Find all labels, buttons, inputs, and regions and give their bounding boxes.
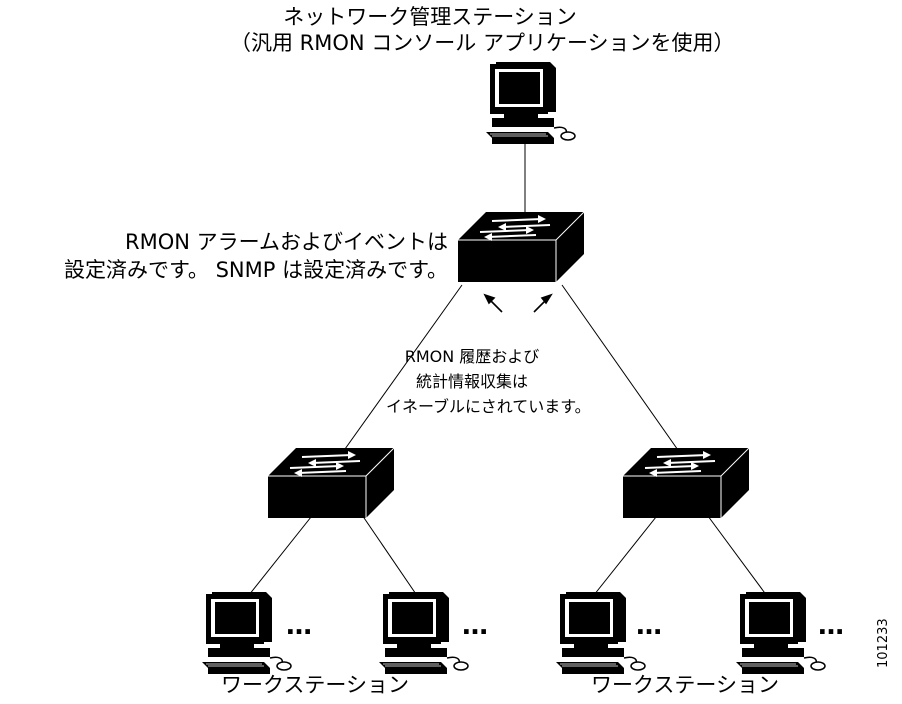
right-switch-icon — [622, 447, 750, 519]
ellipsis-right-1: … — [636, 611, 662, 641]
line-core-to-right-switch — [561, 284, 693, 471]
history-line-2: 統計情報収集は — [415, 372, 528, 391]
workstation-pc-icon — [201, 591, 292, 675]
connection-lines — [244, 142, 771, 601]
left-switch-icon — [267, 447, 395, 519]
management-station-subtitle: （汎用 RMON コンソール アプリケーションを使用） — [230, 31, 735, 56]
ellipsis-left-1: … — [286, 611, 312, 641]
ellipsis-right-2: … — [818, 611, 844, 641]
history-line-1: RMON 履歴および — [404, 347, 540, 366]
rmon-history-label: RMON 履歴および 統計情報収集は イネーブルにされています。 — [386, 344, 591, 419]
workstation-pc-icon — [555, 591, 646, 675]
rmon-config-label: RMON アラームおよびイベントは 設定済みです。 SNMP は設定済みです。 — [0, 228, 448, 284]
line-left-switch-to-pc2 — [359, 511, 421, 601]
history-line-3: イネーブルにされています。 — [386, 397, 591, 416]
line-left-switch-to-pc1 — [244, 511, 316, 601]
ellipsis-left-2: … — [462, 611, 488, 641]
line-core-to-left-switch — [329, 284, 463, 471]
data-flow-arrows — [483, 293, 553, 313]
workstations-left-label: ワークステーション — [221, 673, 409, 697]
figure-id: 101233 — [876, 618, 891, 668]
line-right-switch-to-pc3 — [589, 511, 661, 601]
management-station-label: ネットワーク管理ステーション （汎用 RMON コンソール アプリケーションを使… — [230, 4, 735, 57]
snmp-config-text: 設定済みです。 SNMP は設定済みです。 — [64, 258, 448, 282]
management-station-title: ネットワーク管理ステーション — [283, 5, 577, 29]
management-station-pc-icon — [485, 61, 576, 145]
rmon-alarm-event-text: RMON アラームおよびイベントは — [125, 230, 448, 254]
workstation-pc-icon — [378, 591, 469, 675]
workstations-right-label: ワークステーション — [591, 673, 779, 697]
core-switch-icon — [457, 211, 585, 283]
workstation-pc-icon — [735, 591, 826, 675]
line-right-switch-to-pc4 — [704, 511, 771, 601]
